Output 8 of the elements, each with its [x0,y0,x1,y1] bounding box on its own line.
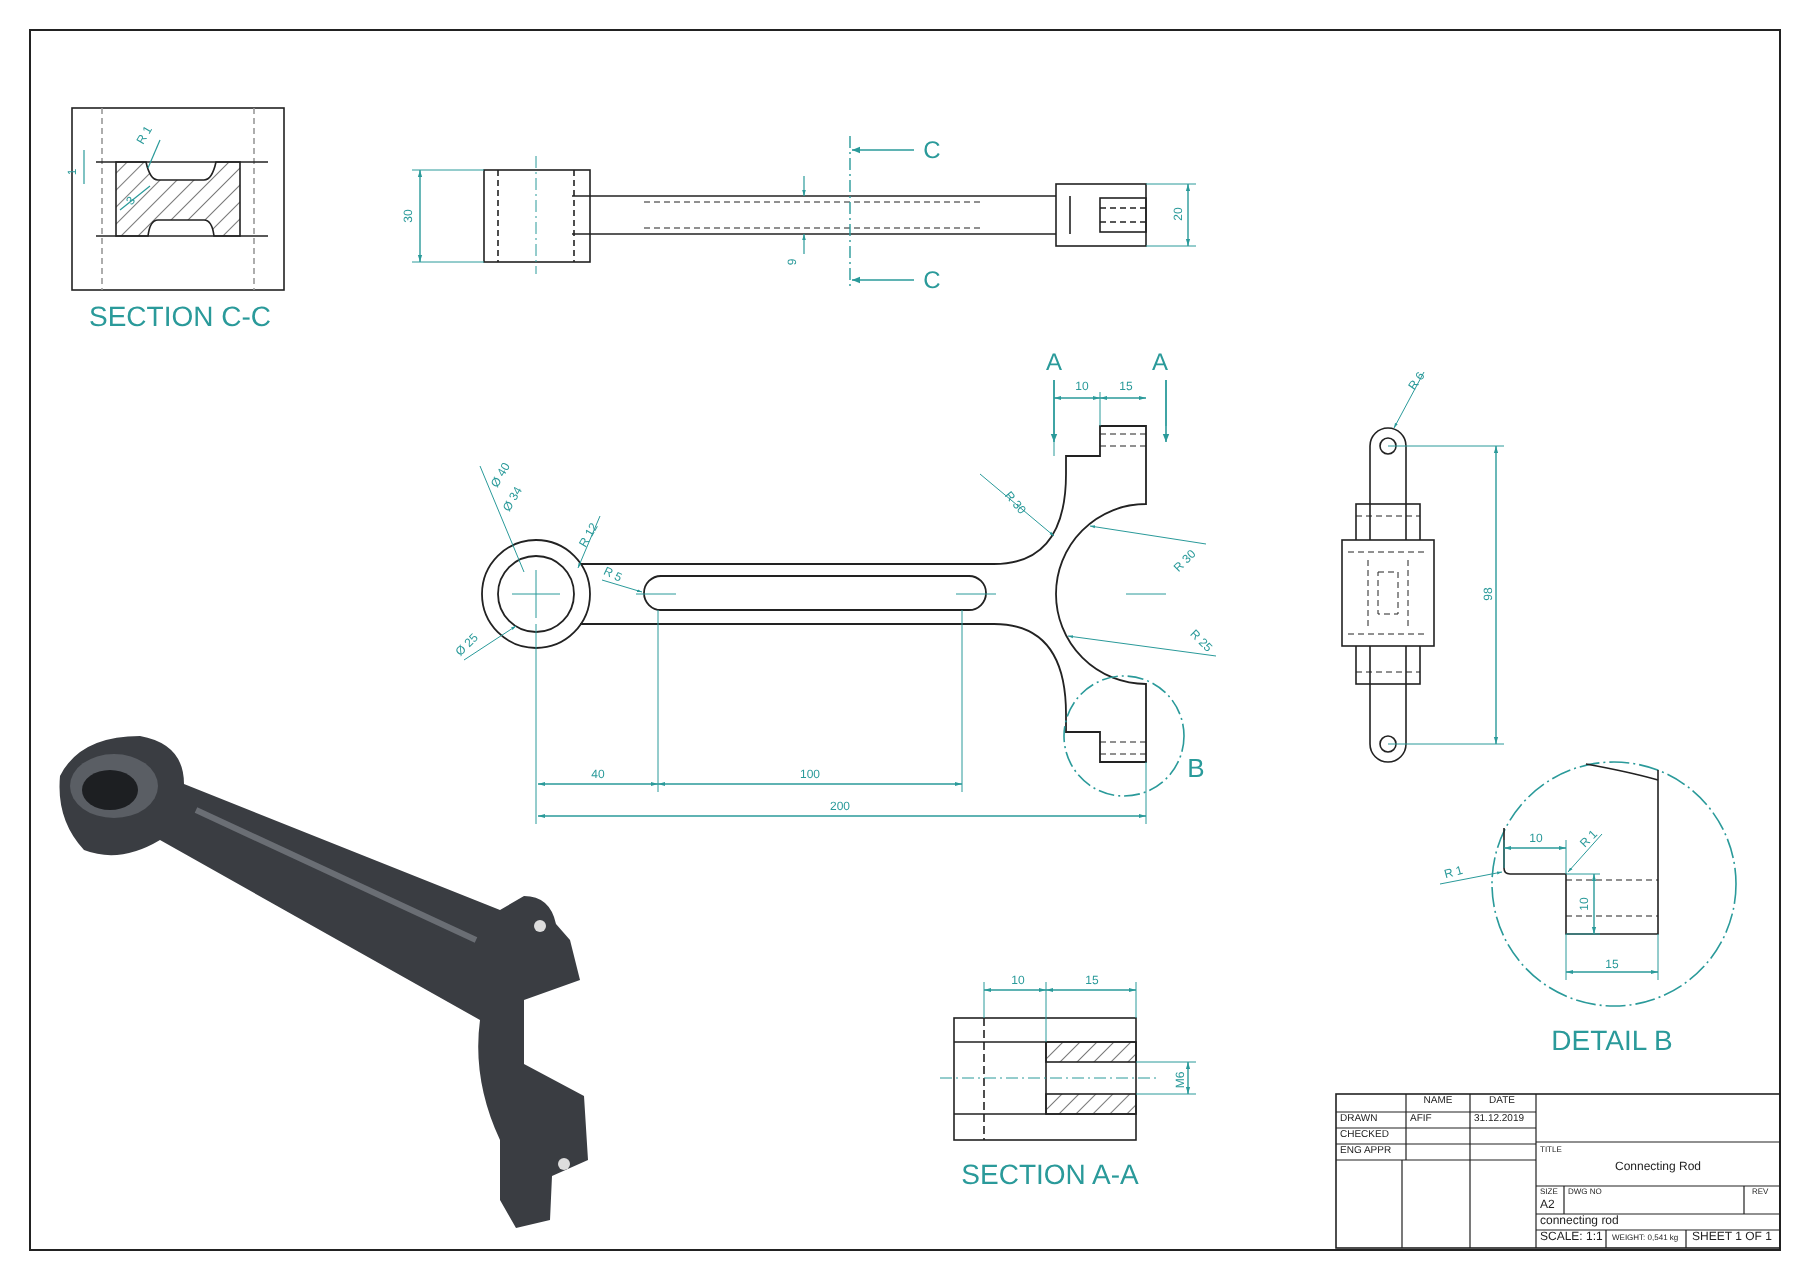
view-title: SECTION A-A [961,1160,1139,1188]
section-marker: C [923,268,941,292]
view-title: DETAIL B [1551,1026,1673,1054]
section-marker: B [1187,755,1205,781]
section-marker: A [1046,350,1062,374]
section-marker: A [1152,350,1168,374]
section-marker: C [923,138,941,162]
view-title: SECTION C-C [89,302,271,330]
